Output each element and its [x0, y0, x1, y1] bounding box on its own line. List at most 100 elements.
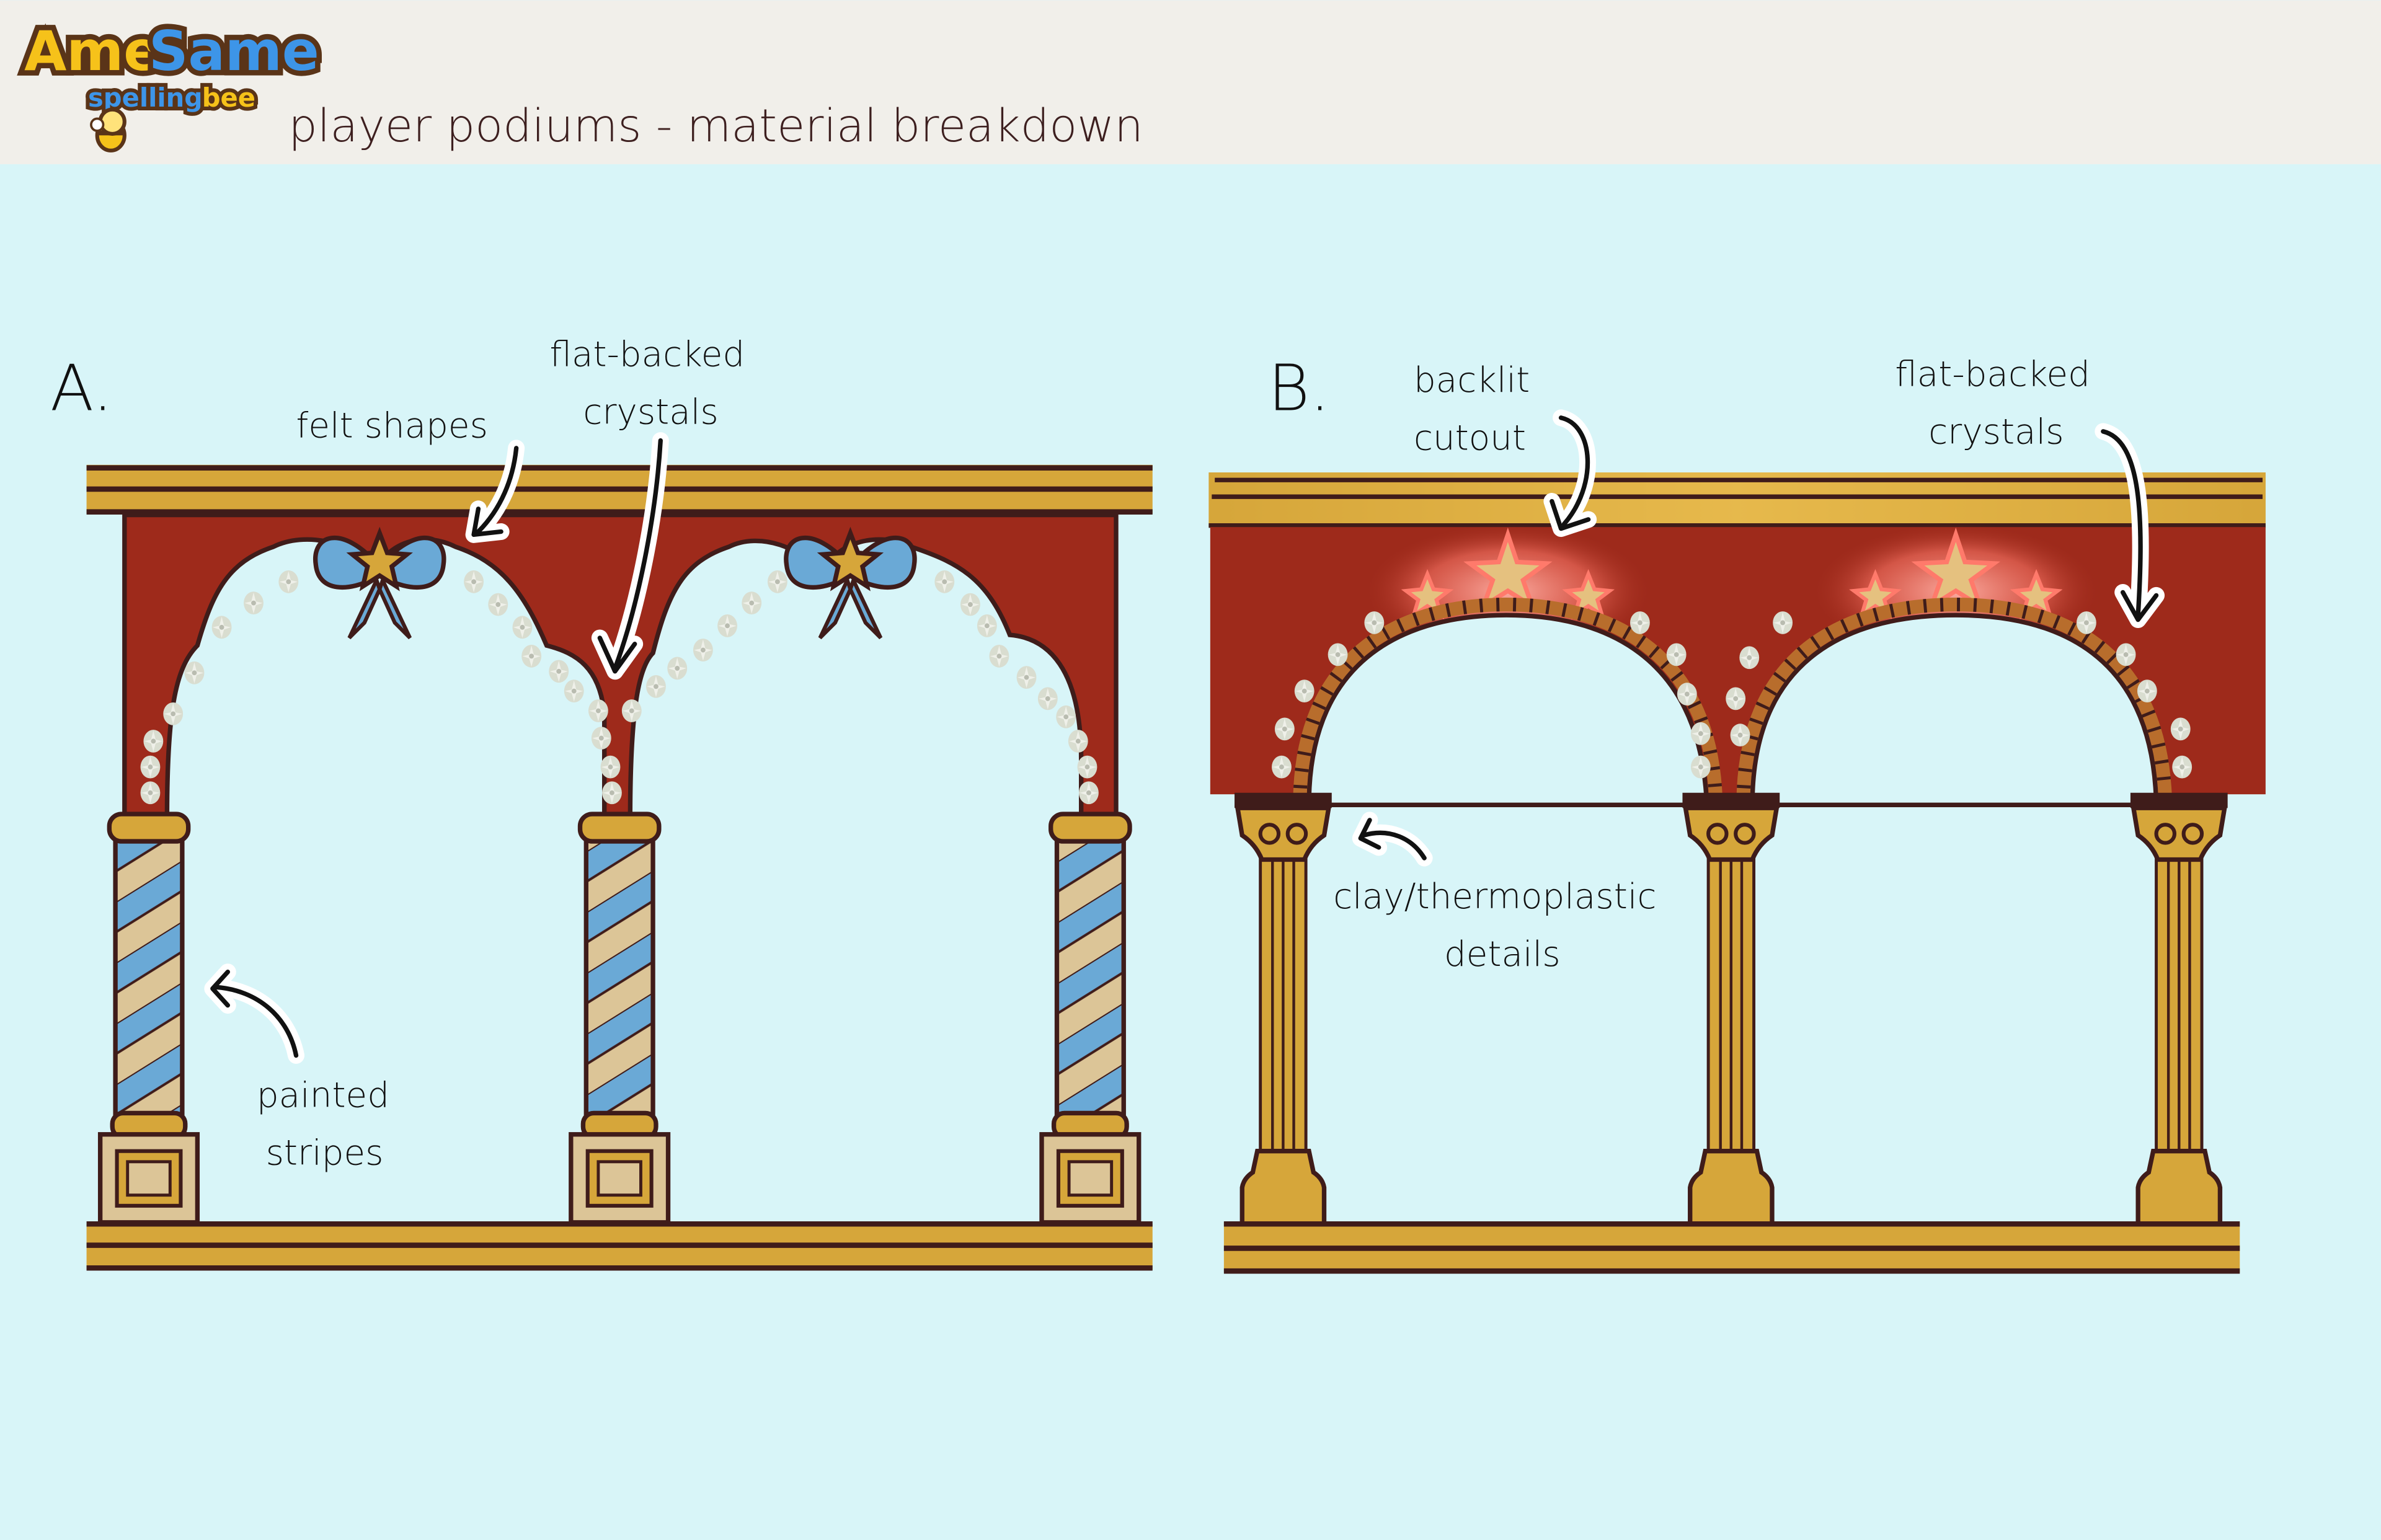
arrow-clay-details-icon: [1352, 812, 1433, 867]
crystal-stud-icon: [1068, 730, 1088, 753]
annotation-felt-shapes: felt shapes: [296, 406, 488, 446]
logo-same: Same: [149, 19, 319, 83]
arrow-felt-shapes-icon: [465, 440, 525, 543]
cutout-star-icon: [1562, 569, 1615, 620]
capital-scroll-left-icon: [1258, 823, 1281, 845]
felt-bow-right: [784, 526, 917, 640]
crystal-stud-icon: [602, 781, 622, 805]
crystal-stud-icon: [1666, 643, 1687, 666]
annotation-clay-line1: clay/thermoplastic: [1333, 877, 1656, 917]
crystal-stud-icon: [646, 675, 666, 698]
annotation-crystals-b-line1: flat-backed: [1895, 354, 2090, 394]
crystal-stud-icon: [1056, 705, 1076, 728]
crystal-stud-icon: [140, 755, 161, 779]
podium-b-arch-right: [1750, 613, 2159, 807]
crystal-stud-icon: [2137, 679, 2157, 703]
capital-scroll-right-icon: [2181, 823, 2204, 845]
crystal-stud-icon: [564, 679, 584, 703]
crystal-stud-icon: [211, 616, 232, 639]
capital-body: [1235, 805, 1332, 862]
capital-abacus: [2130, 792, 2228, 808]
crystal-stud-icon: [1274, 717, 1295, 741]
annotation-crystals-a-line1: flat-backed: [550, 335, 745, 375]
capital-scroll-left-icon: [2154, 823, 2176, 845]
logo-ame: Ame: [24, 19, 161, 83]
crystal-stud-icon: [1294, 679, 1315, 703]
crystal-stud-icon: [1016, 666, 1037, 689]
crystal-stud-icon: [1328, 643, 1348, 666]
annotation-painted-line2: stripes: [266, 1133, 384, 1174]
painted-stripe-shaft: [1054, 833, 1126, 1123]
amesame-logo: Ame Same spelling bee: [19, 14, 324, 153]
striped-column-2: [569, 812, 671, 1225]
capital-scroll-right-icon: [1285, 823, 1308, 845]
felt-bow-left: [313, 526, 446, 640]
crystal-stud-icon: [1272, 755, 1292, 779]
clay-capital-detail: [1682, 792, 1780, 862]
column-base: [1688, 1149, 1775, 1226]
crystal-stud-icon: [2076, 611, 2096, 634]
crystal-stud-icon: [717, 614, 737, 637]
arrow-painted-stripes-icon: [204, 963, 305, 1064]
crystal-stud-icon: [140, 781, 161, 805]
crystal-stud-icon: [934, 570, 955, 593]
striped-column-1: [97, 812, 200, 1225]
capital-scroll-left-icon: [1706, 823, 1729, 845]
page-title: player podiums - material breakdown: [288, 100, 1143, 153]
crystal-stud-icon: [600, 755, 621, 779]
figure-label-b: B.: [1268, 352, 1330, 426]
crystal-stud-icon: [588, 699, 608, 722]
striped-column-3: [1039, 812, 1142, 1225]
annotation-crystals-a-line2: crystals: [583, 392, 718, 433]
crystal-stud-icon: [521, 644, 542, 668]
column-base: [1239, 1149, 1327, 1226]
crystal-stud-icon: [960, 593, 980, 616]
felt-star-icon: [346, 526, 413, 591]
crystal-stud-icon: [2170, 717, 2191, 741]
fluted-column-2: [1682, 792, 1780, 1226]
crystal-stud-icon: [244, 591, 264, 614]
cutout-star-icon: [1911, 527, 2000, 612]
crystal-stud-icon: [1726, 687, 1746, 710]
bee-mascot-icon: [90, 107, 126, 153]
annotation-backlit-line1: backlit: [1414, 360, 1530, 400]
crystal-stud-icon: [549, 660, 569, 683]
crystal-stud-icon: [1629, 611, 1650, 634]
crystal-stud-icon: [977, 614, 997, 637]
crystal-stud-icon: [163, 702, 184, 725]
header-band: [0, 0, 2381, 164]
arrow-crystals-b-icon: [2095, 423, 2165, 629]
crystal-stud-icon: [1077, 755, 1097, 779]
crystal-stud-icon: [278, 570, 299, 593]
podium-a-bottom-beam: [86, 1221, 1153, 1271]
podium-b-top-beam: [1208, 472, 2266, 528]
fluted-column-3: [2130, 792, 2228, 1226]
crystal-stud-icon: [1677, 683, 1697, 706]
crystal-stud-icon: [1364, 611, 1385, 634]
cutout-star-icon: [1463, 527, 1553, 612]
crystal-stud-icon: [1079, 781, 1099, 805]
clay-capital-detail: [2130, 792, 2228, 862]
capital-body: [2130, 805, 2228, 862]
podium-a-columns: [97, 812, 1142, 1225]
column-capital: [1049, 812, 1132, 844]
clay-capital-detail: [1235, 792, 1332, 862]
column-capital: [577, 812, 662, 844]
annotation-clay-line2: details: [1444, 934, 1561, 975]
crystal-stud-icon: [184, 661, 205, 684]
capital-abacus: [1682, 792, 1780, 808]
annotation-crystals-b-line2: crystals: [1928, 412, 2064, 452]
crystal-stud-icon: [512, 616, 533, 639]
crystal-stud-icon: [693, 639, 713, 662]
crystal-stud-icon: [1690, 755, 1711, 779]
pedestal-inset: [596, 1160, 642, 1197]
capital-body: [1683, 805, 1780, 862]
clay-arch-trim-right: [1736, 598, 2173, 805]
crystal-stud-icon: [2172, 755, 2193, 779]
painted-stripe-shaft: [583, 833, 655, 1123]
capital-scroll-right-icon: [1734, 823, 1756, 845]
cutout-star-icon: [1401, 569, 1454, 620]
crystal-stud-icon: [464, 570, 484, 593]
